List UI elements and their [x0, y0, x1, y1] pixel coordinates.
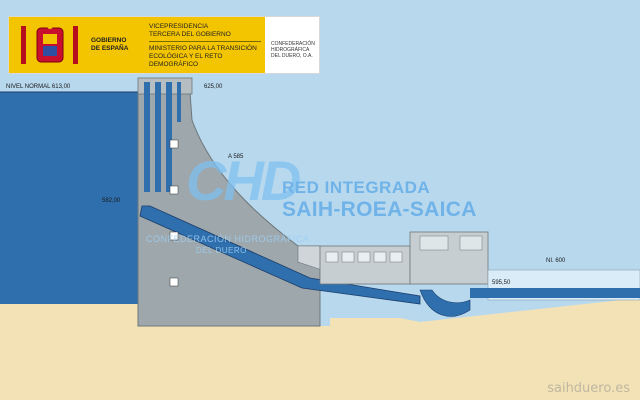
network-title: RED INTEGRADA: [282, 178, 431, 197]
coat-of-arms-icon: [21, 23, 78, 64]
chd-org-line1: CONFEDERACIÓN HIDROGRÁFICA: [146, 234, 310, 244]
confederation-label: CONFEDERACIÓN HIDROGRÁFICA DEL DUERO, O.…: [271, 41, 315, 59]
vice-presidency-label: VICEPRESIDENCIA TERCERA DEL GOBIERNO: [149, 23, 231, 38]
powerhouse: [319, 245, 411, 285]
intake-level-label: 582,00: [102, 198, 121, 204]
chd-org-line2: DEL DUERO: [196, 246, 247, 255]
chd-logo-watermark: CHD: [186, 149, 301, 212]
normal-level-label: NIVEL NORMAL 613,00: [6, 84, 71, 90]
vent-label: A 585: [228, 154, 244, 160]
tailwater-level-label: NI. 600: [546, 258, 566, 264]
network-subtitle: SAIH-ROEA-SAICA: [282, 198, 477, 221]
ministry-label: MINISTERIO PARA LA TRANSICIÓN ECOLÓGICA …: [149, 45, 257, 68]
reservoir: [0, 92, 140, 304]
draft-tube: [419, 289, 471, 317]
site-url[interactable]: saihduero.es: [547, 381, 630, 396]
tail-level-label: 595,50: [492, 280, 511, 286]
sand-ground: [0, 298, 640, 400]
banner-divider: [149, 41, 261, 42]
penstock: [139, 205, 421, 305]
crest-level-label: 625,00: [204, 84, 223, 90]
